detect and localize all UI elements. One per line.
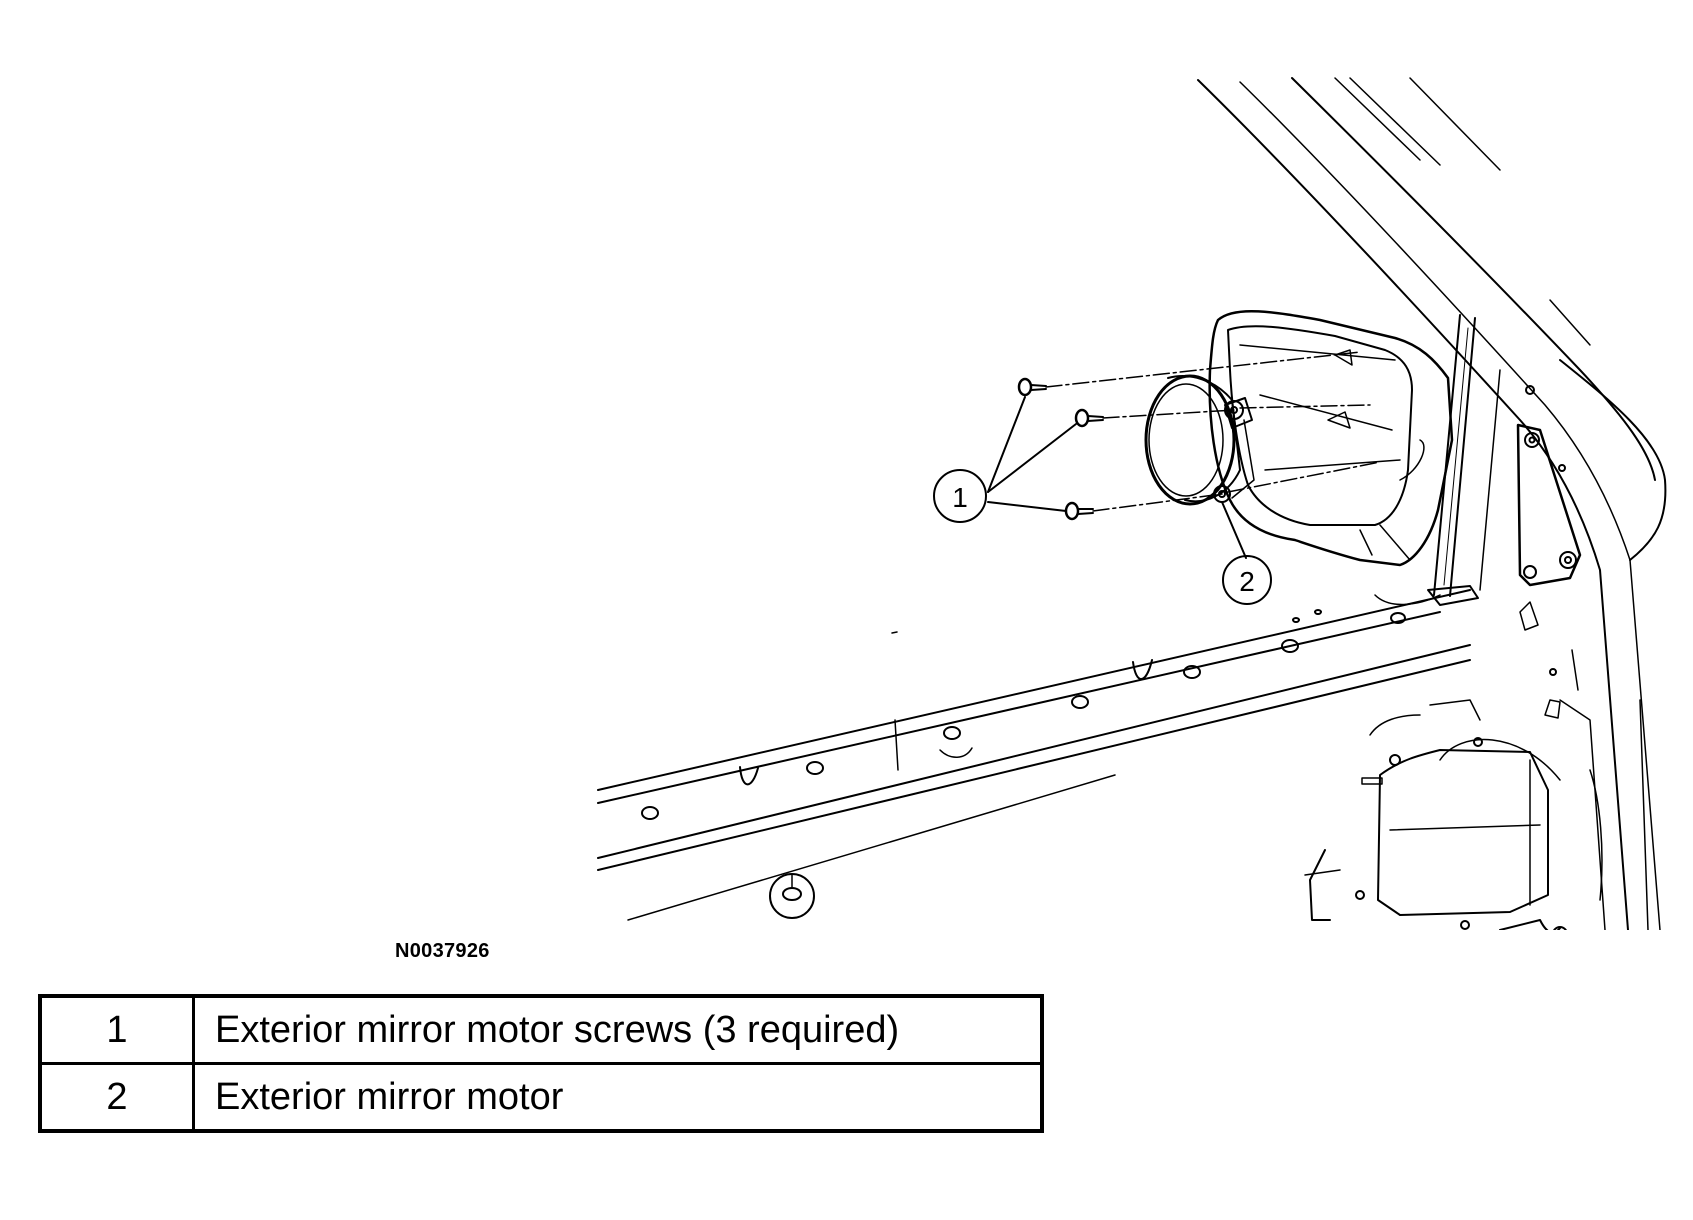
door-panel (597, 589, 1471, 921)
screw-middle (1074, 408, 1104, 428)
glass-channel (1427, 314, 1501, 606)
legend-row: 1 Exterior mirror motor screws (3 requir… (38, 994, 1044, 1065)
legend-number: 1 (38, 994, 195, 1065)
sail-plate (1516, 385, 1582, 587)
alignment-lines (1045, 351, 1381, 512)
inner-door-structure (1304, 601, 1649, 930)
a-pillar (1197, 77, 1667, 930)
callout-2: 2 (1222, 555, 1272, 605)
legend-row: 2 Exterior mirror motor (38, 1062, 1044, 1133)
legend-number: 2 (38, 1062, 195, 1133)
callout-1: 1 (933, 469, 987, 523)
screws (1017, 377, 1104, 521)
mirror-motor (1144, 374, 1255, 506)
callout-2-label: 2 (1239, 566, 1255, 597)
callout-leaders (987, 396, 1247, 559)
legend-table: 1 Exterior mirror motor screws (3 requir… (38, 994, 1044, 1133)
legend-description: Exterior mirror motor (192, 1062, 1044, 1133)
screw-upper (1017, 377, 1047, 397)
mirror-motor-illustration: 1 2 (597, 77, 1667, 930)
callout-1-label: 1 (952, 482, 968, 513)
legend-description: Exterior mirror motor screws (3 required… (192, 994, 1044, 1065)
mirror-housing (1208, 309, 1454, 567)
screw-lower (1064, 501, 1094, 521)
figure-number: N0037926 (395, 940, 490, 962)
